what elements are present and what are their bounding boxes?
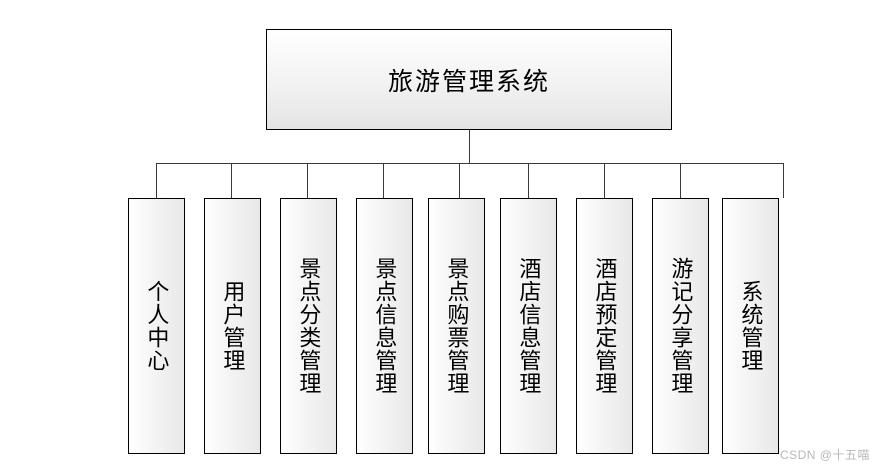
connector-drop-8 <box>680 163 681 198</box>
connector-drop-2 <box>231 163 232 198</box>
leaf-node-8[interactable]: 游记分享管理 <box>652 198 709 454</box>
leaf-node-9[interactable]: 系统管理 <box>722 198 779 454</box>
leaf-node-3[interactable]: 景点分类管理 <box>280 198 337 454</box>
leaf-node-6-label: 酒店信息管理 <box>516 257 542 395</box>
connector-drop-1 <box>156 163 157 198</box>
watermark: CSDN @十五喵 <box>779 448 870 462</box>
root-node-label: 旅游管理系统 <box>387 67 550 96</box>
leaf-node-5[interactable]: 景点购票管理 <box>428 198 485 454</box>
connector-drop-6 <box>528 163 529 198</box>
leaf-node-4[interactable]: 景点信息管理 <box>356 198 413 454</box>
leaf-node-2-label: 用户管理 <box>220 280 246 372</box>
leaf-node-2[interactable]: 用户管理 <box>204 198 261 454</box>
connector-drop-4 <box>383 163 384 198</box>
leaf-node-1[interactable]: 个人中心 <box>128 198 185 454</box>
leaf-node-7[interactable]: 酒店预定管理 <box>576 198 633 454</box>
connector-root-stem <box>469 130 470 163</box>
connector-drop-5 <box>459 163 460 198</box>
connector-horizontal-bus <box>156 163 783 164</box>
leaf-node-3-label: 景点分类管理 <box>296 257 322 395</box>
connector-drop-9 <box>783 163 784 198</box>
leaf-node-7-label: 酒店预定管理 <box>592 257 618 395</box>
root-node[interactable]: 旅游管理系统 <box>266 29 672 130</box>
leaf-node-9-label: 系统管理 <box>738 280 764 372</box>
connector-drop-3 <box>307 163 308 198</box>
leaf-node-1-label: 个人中心 <box>144 280 170 372</box>
leaf-node-4-label: 景点信息管理 <box>372 257 398 395</box>
leaf-node-8-label: 游记分享管理 <box>668 257 694 395</box>
connector-drop-7 <box>604 163 605 198</box>
leaf-node-6[interactable]: 酒店信息管理 <box>500 198 557 454</box>
leaf-node-5-label: 景点购票管理 <box>444 257 470 395</box>
